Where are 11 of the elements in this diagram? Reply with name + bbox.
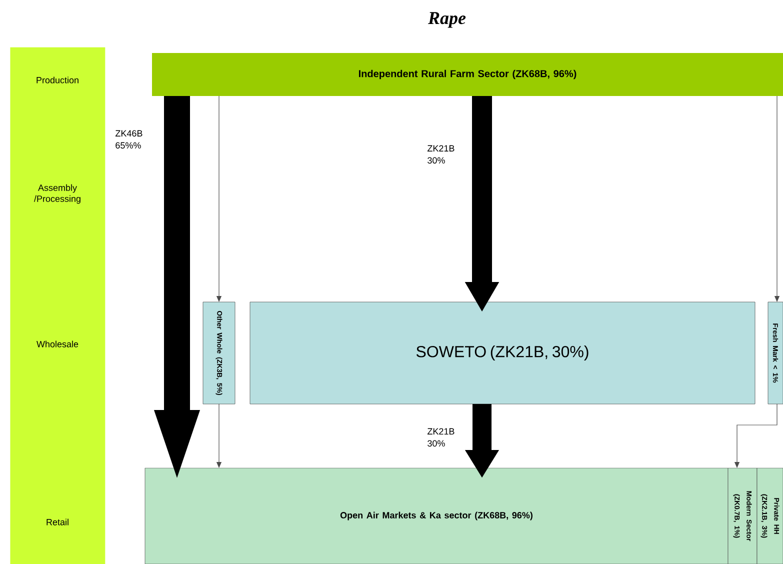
edge-label: ZK21B 30% <box>428 145 454 164</box>
edge-label: ZK46B 65%% <box>115 130 142 149</box>
edge-label: ZK21B 30% <box>428 428 454 447</box>
stage-label: Production <box>36 76 78 84</box>
stage-label: Assembly /Processing <box>34 184 80 204</box>
title: Rape <box>428 12 466 28</box>
wholesale-box: SOWETO (ZK21B, 30%) <box>250 302 756 404</box>
stage-label: Wholesale <box>36 340 78 348</box>
stage-label: Retail <box>46 518 68 526</box>
stage-band <box>10 47 106 564</box>
sector-box: Independent Rural Farm Sector (ZK68B, 96%) <box>152 53 783 96</box>
